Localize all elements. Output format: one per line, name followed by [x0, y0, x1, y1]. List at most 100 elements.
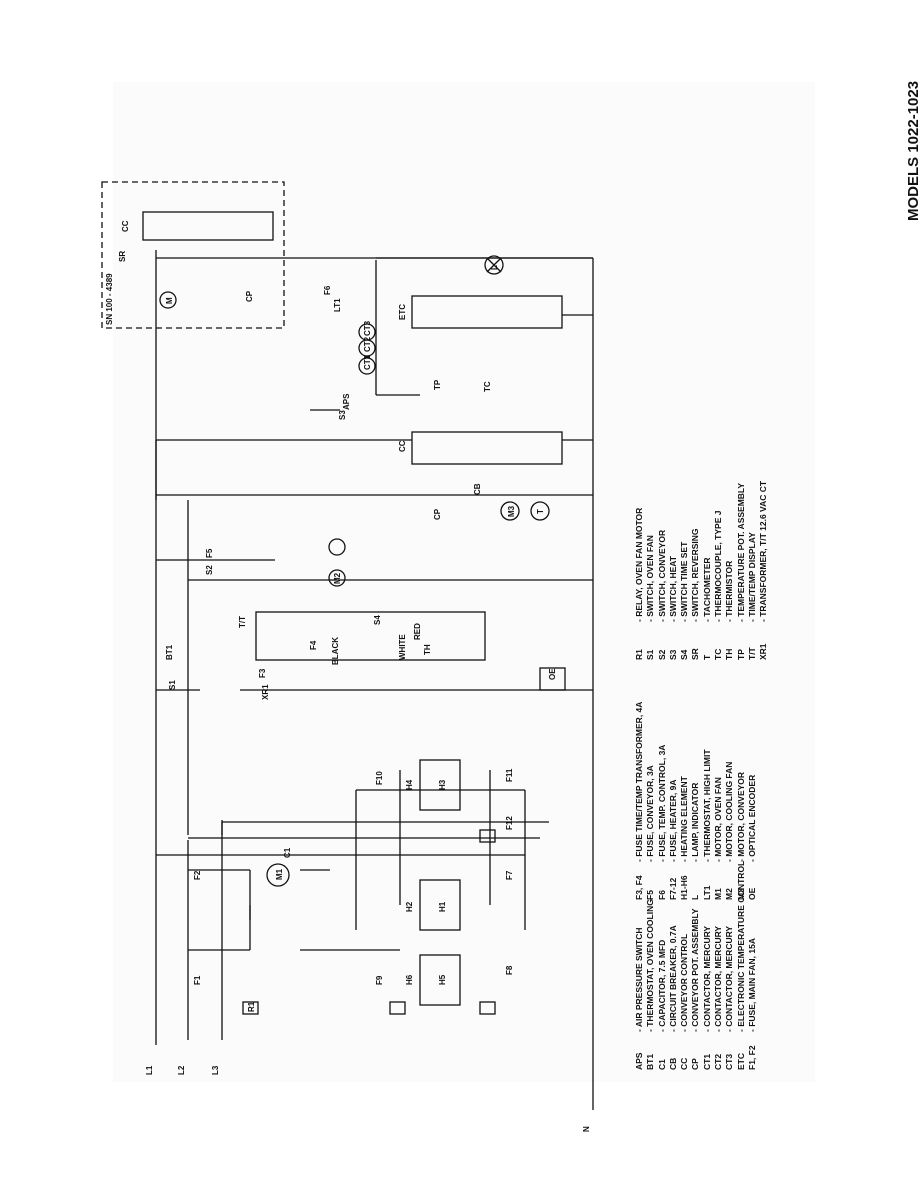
label-h5: H5	[438, 974, 447, 985]
legend-code: L	[690, 894, 701, 900]
legend-desc: - RELAY, OVEN FAN MOTOR	[634, 507, 644, 622]
legend-row: LT1- THERMOSTAT, HIGH LIMIT	[702, 702, 713, 900]
label-c1: C1	[283, 847, 292, 858]
legend-code: CB	[667, 1057, 678, 1070]
legend-row: M3- MOTOR, CONVEYOR	[736, 702, 747, 900]
legend-code: T/T	[746, 647, 757, 660]
ct3-box	[479, 829, 496, 843]
t-tach	[530, 501, 550, 521]
legend-desc: - TRANSFORMER, T/T 12.6 VAC CT	[758, 480, 769, 622]
m-motor	[159, 291, 177, 309]
label-aps: APS	[342, 393, 351, 410]
label-lamp: L	[490, 265, 499, 270]
legend-row: F7-12- FUSE, HEATER, 9A	[668, 702, 679, 901]
legend-desc: - FUSE, MAIN FAN, 15A	[746, 938, 757, 1032]
legend-desc: - THERMISTOR	[724, 560, 735, 622]
label-h3: H3	[438, 779, 447, 790]
label-red: RED	[413, 623, 422, 640]
h5-h6-block	[419, 954, 461, 1006]
h3-h4-block	[419, 759, 461, 811]
legend-desc: - TACHOMETER	[701, 557, 712, 622]
diagram-background	[113, 82, 815, 1082]
label-f3: F3	[258, 668, 267, 678]
label-bt1: BT1	[165, 644, 174, 660]
legend-desc: - CONVEYOR CONTROL	[679, 933, 690, 1032]
legend-code: APS	[634, 1052, 644, 1070]
legend-desc: - MOTOR, OVEN FAN	[713, 777, 724, 862]
label-white: WHITE	[398, 634, 407, 660]
legend-row: OE- OPTICAL ENCODER	[747, 702, 758, 900]
label-cb: CB	[473, 483, 482, 495]
ct3-coil	[358, 323, 376, 341]
legend-desc: - CAPACITOR, 7.5 MFD	[656, 939, 667, 1032]
legend-desc: - HEATING ELEMENT	[679, 776, 690, 862]
legend-code: C1	[656, 1059, 667, 1070]
label-f12: F12	[505, 816, 514, 830]
label-th: TH	[423, 644, 432, 655]
legend-row: T - TACHOMETER	[702, 481, 713, 660]
label-h2: H2	[405, 901, 414, 912]
legend-desc: - TIME/TEMP DISPLAY	[746, 532, 757, 622]
legend-code: CT3	[724, 1053, 735, 1070]
label-s3: S3	[338, 410, 347, 420]
label-f8: F8	[505, 965, 514, 975]
legend-code: TH	[724, 648, 735, 660]
label-l1: L1	[145, 1065, 154, 1075]
legend-code: ETC	[735, 1053, 746, 1070]
legend-desc: - SWITCH TIME SET	[679, 541, 690, 622]
label-m2: M2	[333, 572, 342, 584]
legend-row: H1-H6- HEATING ELEMENT	[679, 702, 690, 900]
legend-row: R1- RELAY, OVEN FAN MOTOR	[634, 481, 645, 660]
label-ct1: CT1	[363, 354, 372, 370]
cc-board	[411, 431, 563, 465]
label-sn: SN 100 - 4389	[105, 273, 114, 325]
legend-desc: - SWITCH, CONVEYOR	[656, 529, 667, 622]
legend-code: XR1	[758, 643, 769, 660]
label-n: N	[582, 1126, 591, 1132]
h1-h2-block	[419, 879, 461, 931]
lamp-l	[484, 255, 504, 275]
legend-desc: - CONTACTOR, MERCURY	[724, 925, 735, 1032]
legend-row: XR1 - TRANSFORMER, T/T 12.6 VAC CT	[758, 481, 769, 660]
legend-code: CT1	[701, 1053, 712, 1070]
label-s1: S1	[168, 680, 177, 690]
label-tt: T/T	[238, 616, 247, 628]
legend-desc: - THERMOSTAT, OVEN COOLING	[645, 899, 656, 1032]
sn-cc-board	[142, 211, 274, 241]
legend-desc: - CIRCUIT BREAKER, 0.7A	[667, 925, 678, 1032]
legend-desc: - FUSE, CONVEYOR, 3A	[645, 765, 656, 862]
legend-desc: - MOTOR, COOLING FAN	[724, 761, 735, 862]
legend-row: SR- SWITCH, REVERSING	[690, 481, 701, 660]
legend-row: F5- FUSE, CONVEYOR, 3A	[645, 702, 656, 900]
label-xr1: XR1	[261, 684, 270, 700]
legend-code: CP	[690, 1058, 701, 1070]
label-black: BLACK	[331, 637, 340, 665]
legend-row: S2- SWITCH, CONVEYOR	[657, 481, 668, 660]
label-tp: TP	[433, 379, 442, 390]
legend-code: T	[701, 654, 712, 660]
m2-motor	[328, 569, 346, 587]
legend-code: TP	[735, 649, 746, 660]
etc-board	[411, 295, 563, 329]
legend-desc: - LAMP, INDICATOR	[690, 782, 701, 862]
label-oe: OE	[548, 668, 557, 680]
label-sn-cc: CC	[121, 220, 130, 232]
legend-code: LT1	[701, 885, 712, 900]
f1-motor	[328, 538, 346, 556]
legend-row: TH - THERMISTOR	[724, 481, 735, 660]
label-sr: SR	[118, 251, 127, 262]
oe-block	[539, 667, 566, 691]
label-etc: ETC	[398, 304, 407, 320]
legend-code: CC	[679, 1057, 690, 1070]
label-cp: CP	[433, 508, 442, 520]
legend-desc: - SWITCH, OVEN FAN	[645, 535, 656, 622]
legend-row: S3- SWITCH, HEAT	[668, 481, 679, 660]
ct2-box	[479, 1001, 496, 1015]
label-cc: CC	[398, 440, 407, 452]
legend-row: S4- SWITCH TIME SET	[679, 481, 690, 660]
legend-code: SR	[690, 648, 701, 660]
legend-desc: - THERMOCOUPLE, TYPE J	[713, 510, 724, 622]
